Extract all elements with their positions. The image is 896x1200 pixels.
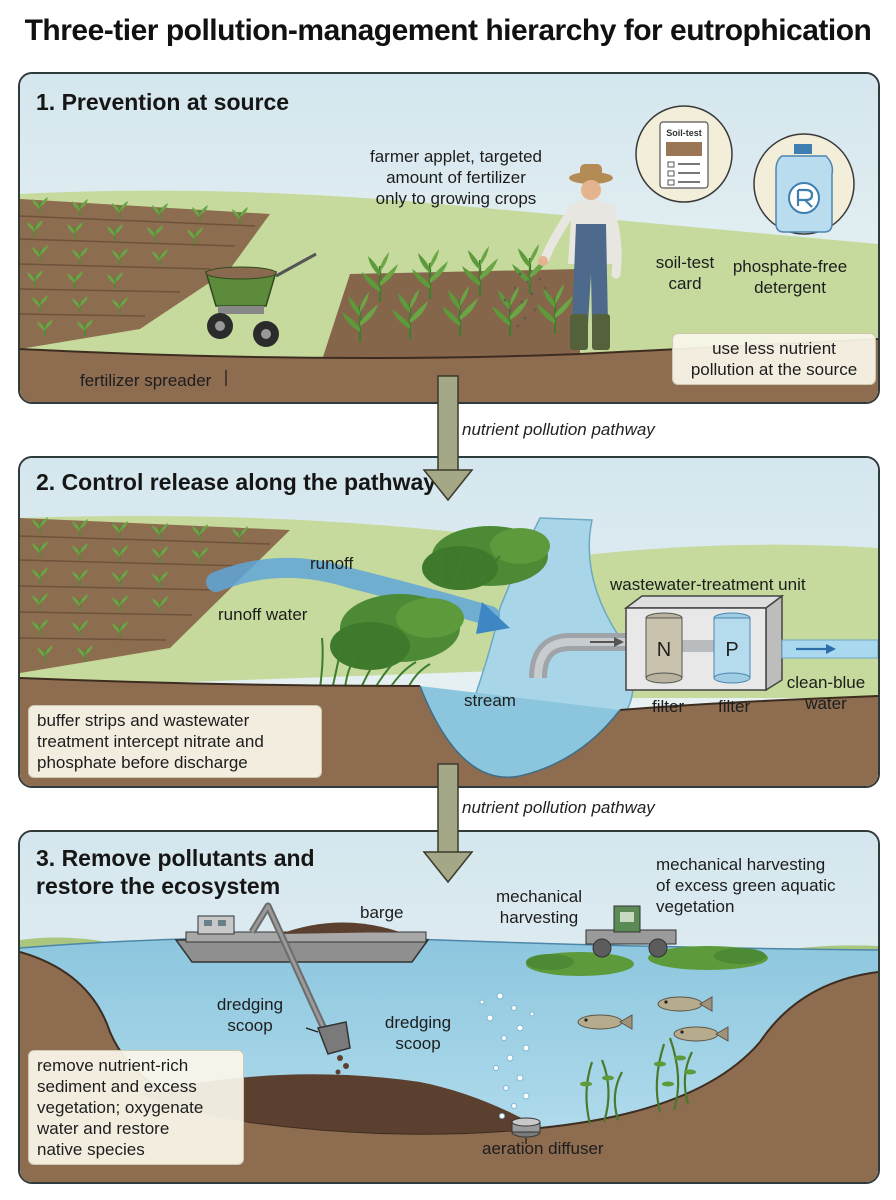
aquatic-plants [585, 1037, 693, 1125]
dredging-scoop-label-2-line-1: dredging [384, 1013, 452, 1032]
harvest-note-line-1: mechanical harvesting [656, 855, 826, 874]
dredging-scoop-label-1-line-2: scoop [227, 1016, 273, 1035]
detergent-label-line-2: detergent [754, 278, 826, 297]
spreader-label: fertilizer spreader [80, 371, 212, 390]
stream-pool [419, 685, 621, 778]
page-title: Three-tier pollution-management hierarch… [24, 14, 872, 47]
dredging-scoop-label-1: dredging scoop [200, 994, 300, 1036]
panel3-note-line-1: remove nutrient-rich [37, 1056, 189, 1075]
panel3-note-line-3: vegetation; oxygenate [37, 1098, 204, 1117]
detergent-bottle-icon [753, 133, 855, 235]
farmer [538, 164, 622, 350]
farmer-note-line-3: only to growing crops [375, 189, 537, 208]
dredging-scoop [316, 1021, 351, 1055]
panel-control-release: N P 2. Control release along the pathway… [18, 456, 880, 788]
aeration-bubbles [479, 992, 535, 1129]
soil-layer [20, 339, 878, 402]
panel2-note-line-1: buffer strips and wastewater [37, 711, 250, 730]
harvest-note: mechanical harvesting of excess green aq… [656, 854, 836, 917]
runoff-label: runoff [310, 554, 354, 573]
farmer-note-line-2: amount of fertilizer [386, 168, 526, 187]
panel2-note: buffer strips and wastewater treatment i… [28, 705, 322, 778]
detergent-label-line-1: phosphate-free [732, 257, 848, 276]
panel-heading-remove-line-1: 3. Remove pollutants and [36, 845, 315, 871]
fertilizer-granules [503, 272, 547, 328]
filter-p-label: filter [718, 697, 751, 716]
harvester-label: mechanical harvesting [474, 886, 604, 928]
filter-n-letter: N [657, 639, 671, 661]
panel-prevention: Soil-test 1. Prevention at source farmer… [18, 72, 880, 404]
panel2-note-line-2: treatment intercept nitrate and [37, 732, 264, 751]
soil-test-card-icon: Soil-test [635, 105, 733, 203]
soil-test-label-line-2: card [668, 274, 702, 293]
filter-n-label: filter [652, 697, 685, 716]
clean-water-label: clean-blue water [776, 672, 876, 714]
harvester-label-line-1: mechanical [496, 887, 582, 906]
runoff-water-label: runoff water [218, 605, 308, 624]
panel3-note: remove nutrient-rich sediment and excess… [28, 1050, 244, 1165]
dredging-arm [249, 902, 351, 1089]
panel-heading-remove: 3. Remove pollutants and restore the eco… [36, 844, 315, 900]
furrows [20, 215, 256, 317]
panel3-note-line-2: sediment and excess [37, 1077, 197, 1096]
prevention-scene: Soil-test [20, 74, 878, 402]
panel1-note: use less nutrient pollution at the sourc… [672, 333, 876, 385]
harvester-label-line-2: harvesting [499, 908, 579, 927]
panel1-note-line-1: use less nutrient [712, 339, 836, 358]
buffer-strip [319, 526, 550, 691]
harvest-note-line-2: of excess green aquatic [656, 876, 836, 895]
farmer-note-line-1: farmer applet, targeted [370, 147, 542, 166]
panel-heading-control: 2. Control release along the pathway [36, 469, 437, 495]
panel1-note-line-2: pollution at the source [690, 360, 858, 379]
soil-test-label-line-1: soil-test [655, 253, 715, 272]
panel2-note-line-3: phosphate before discharge [37, 753, 248, 772]
panel-remove-restore: 3. Remove pollutants and restore the eco… [18, 830, 880, 1184]
plowed-field-2 [20, 518, 290, 673]
clean-water-label-line-2: water [805, 694, 847, 713]
barge [174, 915, 430, 963]
clean-water-label-line-1: clean-blue [786, 673, 866, 692]
dredging-scoop-label-1-line-1: dredging [216, 995, 284, 1014]
filter-n-tank [645, 612, 683, 684]
detergent-label: phosphate-free detergent [720, 256, 860, 298]
panel-heading-prevention: 1. Prevention at source [36, 89, 290, 115]
fertilizer-spreader [204, 252, 317, 347]
floating-vegetation [526, 946, 768, 976]
panel3-note-line-5: native species [37, 1140, 145, 1159]
soil-test-card-title: Soil-test [666, 128, 702, 138]
dredging-scoop-label-2-line-2: scoop [395, 1034, 441, 1053]
aquatic-plant-leaves [580, 1055, 696, 1087]
aeration-diffuser [511, 1117, 541, 1138]
barge-label: barge [360, 903, 404, 922]
stream-label: stream [464, 691, 516, 710]
plowed-field [20, 199, 270, 349]
harvest-note-line-3: vegetation [656, 897, 735, 916]
soil-test-label: soil-test card [640, 252, 730, 294]
dredging-scoop-label-2: dredging scoop [368, 1012, 468, 1054]
diffuser-label: aeration diffuser [482, 1139, 604, 1158]
treatment-unit-label: wastewater-treatment unit [610, 575, 806, 594]
pathway-label-1: nutrient pollution pathway [462, 420, 655, 439]
filter-p-tank [713, 612, 751, 684]
farmer-note: farmer applet, targeted amount of fertil… [346, 146, 566, 209]
treatment-unit: N P [623, 594, 785, 692]
filter-p-letter: P [725, 639, 738, 661]
panel3-note-line-4: water and restore [37, 1119, 170, 1138]
panel-heading-remove-line-2: restore the ecosystem [36, 873, 281, 899]
pathway-label-2: nutrient pollution pathway [462, 798, 655, 817]
harvester-machine [585, 905, 677, 958]
